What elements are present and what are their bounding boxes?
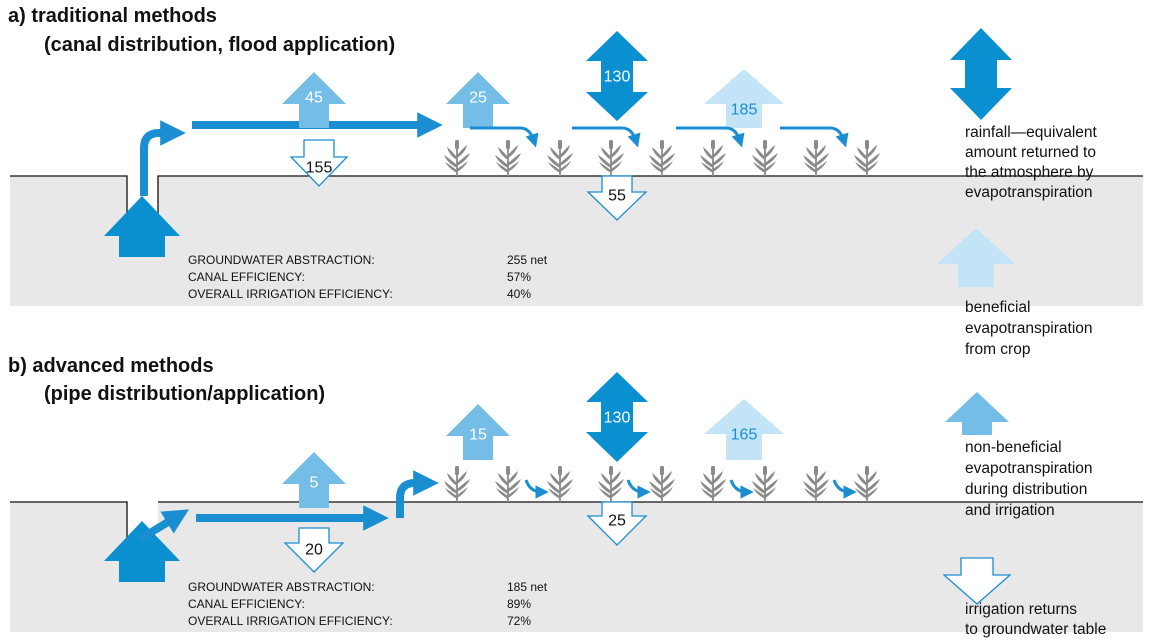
legend-non-beneficial-icon [945,392,1009,435]
beneficial-value-b: 165 [731,427,758,444]
crop-plants-b [444,466,880,502]
legend-non-beneficial-line: evapotranspiration [965,460,1093,477]
legend-rainfall-line: evapotranspiration [965,184,1093,201]
stat-value: 40% [507,287,531,301]
stat-label: OVERALL IRRIGATION EFFICIENCY: [188,614,393,628]
flood-flow-arrows-a [470,126,849,148]
stat-value: 255 net [507,253,548,267]
stat-value: 72% [507,614,531,628]
irrigation-return-canal-value-b: 20 [305,542,323,559]
stat-label: GROUNDWATER ABSTRACTION: [188,253,375,267]
non-beneficial-field-value-b: 15 [469,427,487,444]
crop-plants-a [444,140,880,176]
irrigation-return-canal-value-a: 155 [306,160,333,177]
legend-beneficial-line: evapotranspiration [965,320,1093,337]
irrigation-return-canal-arrow-b [283,527,345,573]
legend-rainfall-line: rainfall—equivalent [965,124,1098,141]
stat-value: 57% [507,270,531,284]
legend-beneficial-line: beneficial [965,299,1031,316]
non-beneficial-field-arrow-a [446,72,510,128]
legend-returns-line: irrigation returns [965,601,1077,618]
panel-b-title: b) advanced methods [8,355,214,377]
beneficial-arrow-b [704,399,784,460]
legend-returns-line: to groundwater table [965,621,1106,638]
legend: rainfall—equivalent amount returned to t… [937,28,1106,638]
abstraction-arrow-b [104,521,180,582]
stats-a: GROUNDWATER ABSTRACTION: 255 net CANAL E… [188,253,548,301]
legend-returns-icon [942,557,1012,605]
legend-rainfall-icon [950,28,1012,120]
rainfall-arrow-b [586,372,648,462]
stat-value: 89% [507,597,531,611]
non-beneficial-canal-value-a: 45 [305,90,323,107]
non-beneficial-field-arrow-b [446,404,510,460]
beneficial-arrow-a [704,69,784,128]
rainfall-value-b: 130 [604,410,631,427]
pipe-up-a [140,120,186,196]
legend-beneficial-line: from crop [965,341,1030,358]
pipe-diagonal-b [137,509,189,543]
panel-a: a) traditional methods (canal distributi… [8,5,1143,306]
rainfall-value-a: 130 [604,69,631,86]
abstraction-arrow-a [104,196,180,257]
stats-b: GROUNDWATER ABSTRACTION: 185 net CANAL E… [188,580,548,628]
non-beneficial-canal-arrow-b [282,452,346,508]
irrigation-return-field-value-b: 25 [608,513,626,530]
non-beneficial-field-value-a: 25 [469,90,487,107]
non-beneficial-canal-arrow-a [282,72,346,128]
rainfall-arrow-a [586,31,648,121]
legend-rainfall-line: amount returned to [965,144,1096,161]
legend-rainfall-line: the atmosphere by [965,164,1094,181]
panel-b: b) advanced methods (pipe distribution/a… [8,355,1143,632]
irrigation-return-field-value-a: 55 [608,188,626,205]
stat-label: CANAL EFFICIENCY: [188,270,305,284]
legend-non-beneficial-line: non-beneficial [965,439,1062,456]
ground-a [10,176,1143,306]
beneficial-value-a: 185 [731,102,758,119]
drip-flow-arrows-b [524,479,857,499]
stat-label: GROUNDWATER ABSTRACTION: [188,580,375,594]
panel-a-title: a) traditional methods [8,5,217,27]
legend-non-beneficial-line: and irrigation [965,502,1055,519]
non-beneficial-canal-value-b: 5 [310,475,319,492]
panel-a-subtitle: (canal distribution, flood application) [44,34,395,56]
irrigation-return-canal-arrow-a [289,139,349,187]
pipe-up-b [396,470,439,518]
panel-b-subtitle: (pipe distribution/application) [44,383,325,405]
irrigation-return-field-arrow-a [586,175,648,221]
irrigation-return-field-arrow-b [586,501,648,546]
stat-label: CANAL EFFICIENCY: [188,597,305,611]
legend-non-beneficial-line: during distribution [965,481,1087,498]
legend-beneficial-icon [937,228,1015,287]
stat-value: 185 net [507,580,548,594]
ground-b [10,502,1143,632]
stat-label: OVERALL IRRIGATION EFFICIENCY: [188,287,393,301]
